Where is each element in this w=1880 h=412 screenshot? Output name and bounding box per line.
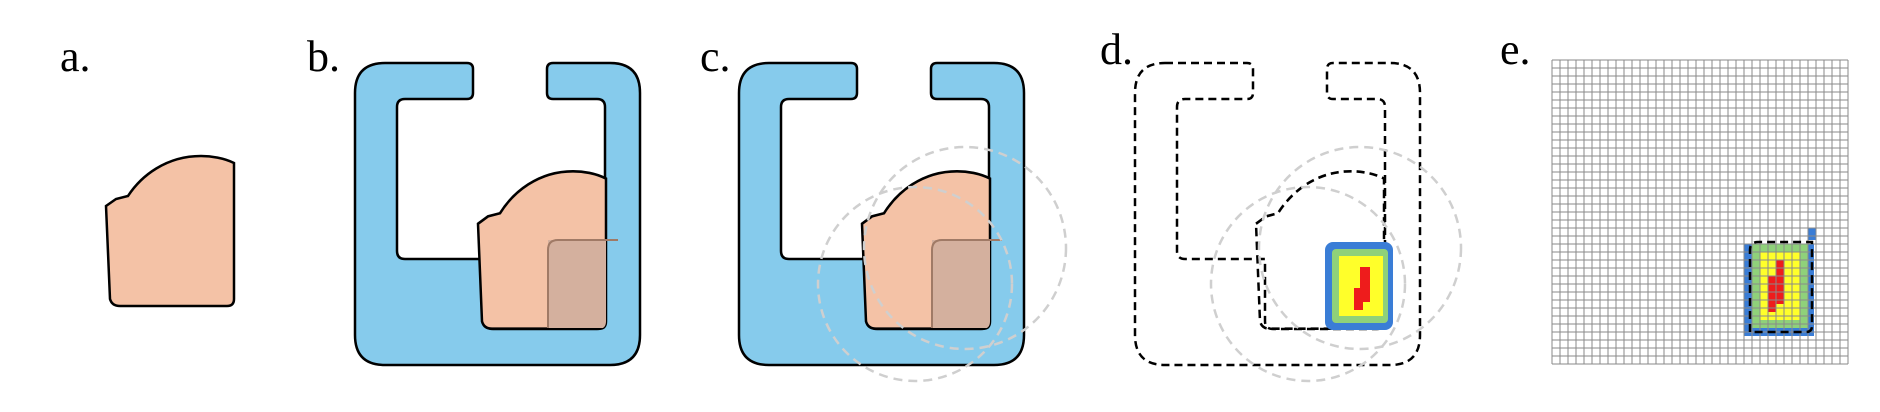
search-circle [816,185,1014,383]
panel-a: a. [60,32,236,308]
part-shape [104,154,236,308]
panel-b-label: b. [307,32,340,81]
panel-c-label: c. [700,32,731,81]
heatmap-level-1 [1808,228,1816,240]
heatmap-cells [1744,228,1816,336]
panel-a-label: a. [60,32,91,81]
overlap-boundary [547,239,618,328]
panel-c: c. [700,32,1068,383]
discretization-grid [1551,59,1849,365]
panel-d: d. [1100,25,1463,383]
overlap-boundary [931,239,1002,328]
overlap-region [932,240,990,328]
part-outline-dashed [1748,240,1814,334]
panel-e: e. [1500,25,1849,365]
search-circle [862,145,1068,351]
search-circle [1209,185,1407,383]
panel-e-label: e. [1500,25,1531,74]
panel-b: b. [307,32,642,367]
overlap-region [548,240,606,328]
heatmap-level-4 [1354,267,1370,310]
search-circle [1257,145,1463,351]
panel-d-label: d. [1100,25,1133,74]
heatmap-region [1325,242,1393,330]
